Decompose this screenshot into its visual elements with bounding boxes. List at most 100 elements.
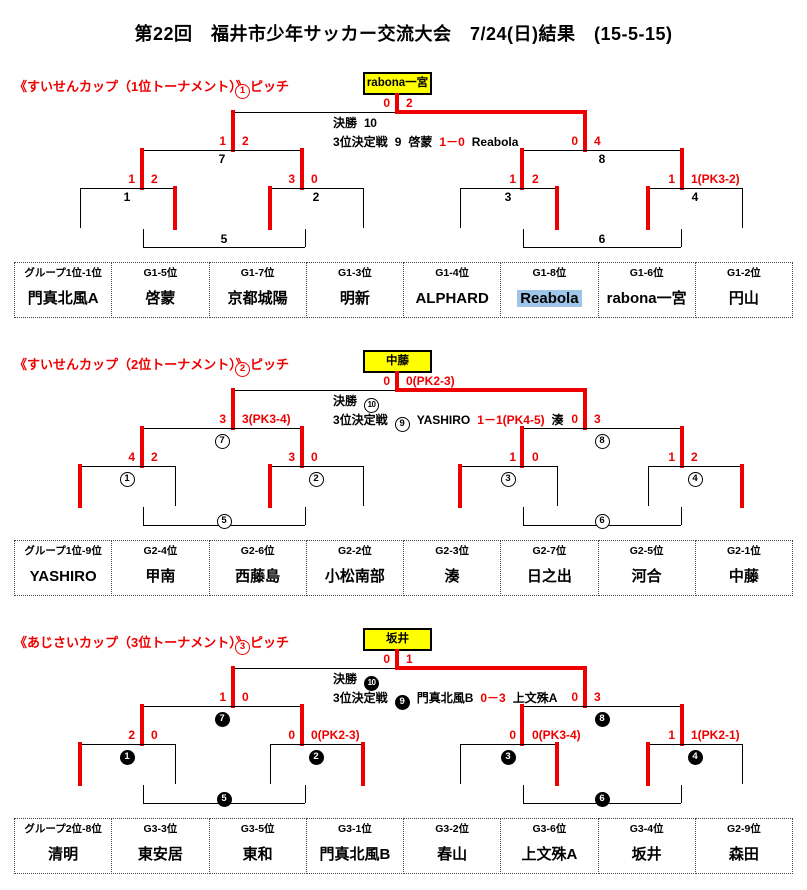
- team-name: 明新: [339, 290, 370, 307]
- consolation-line: [143, 229, 144, 247]
- winner-path: [300, 704, 304, 746]
- winner-path: [555, 186, 559, 230]
- quarterfinal-line: [270, 188, 363, 189]
- team-stub: [270, 744, 271, 784]
- quarterfinal-line: [460, 466, 557, 467]
- third-team-left: 啓蒙: [408, 135, 433, 149]
- final-score-left: 0: [383, 96, 390, 110]
- team-cell: G2-4位甲南: [111, 540, 210, 596]
- quarterfinal-number: 1: [105, 190, 149, 204]
- team-stub: [363, 188, 364, 228]
- final-score-left: 0: [383, 652, 390, 666]
- team-cell: G1-7位京都城陽: [208, 262, 307, 318]
- team-name: ALPHARD: [415, 290, 489, 307]
- consolation-line: [305, 229, 306, 247]
- consolation-line: [305, 785, 306, 803]
- quarterfinal-score-right: 2: [532, 172, 539, 186]
- match-number: 9: [394, 135, 402, 149]
- team-name: 東和: [242, 846, 273, 863]
- team-name: 河合: [631, 568, 662, 585]
- pitch-label-text: ピッチ: [250, 79, 290, 94]
- winner-path: [140, 426, 144, 468]
- team-rank-label: G1-4位: [435, 267, 470, 279]
- final-label: 決勝: [333, 116, 358, 130]
- match-number: 6: [598, 232, 606, 246]
- final-score-right: 1: [406, 652, 413, 666]
- winner-path: [395, 110, 587, 114]
- match-number: 10: [364, 676, 380, 691]
- match-number: 1: [119, 472, 135, 487]
- quarterfinal-number: 2: [294, 190, 338, 204]
- semifinal-number: 7: [200, 708, 244, 727]
- quarterfinal-number: 4: [673, 746, 717, 765]
- winner-path: [231, 388, 235, 430]
- quarterfinal-score-left: 1: [668, 450, 675, 464]
- quarterfinal-line: [460, 744, 557, 745]
- quarterfinal-score-left: 1: [668, 172, 675, 186]
- third-team-right: 湊: [551, 413, 564, 427]
- third-team-left: 門真北風B: [416, 691, 474, 705]
- winner-path: [395, 93, 399, 114]
- winner-path: [140, 704, 144, 746]
- consolation-line: [681, 785, 682, 803]
- team-cell: グループ2位-8位清明: [14, 818, 113, 874]
- quarterfinal-line: [648, 188, 742, 189]
- consolation-number: 5: [202, 510, 246, 529]
- quarterfinal-score-left: 3: [288, 172, 295, 186]
- match-number: 5: [216, 792, 232, 807]
- team-rank-label: グループ1位-9位: [24, 545, 102, 557]
- quarterfinal-score-left: 1: [509, 172, 516, 186]
- semifinal-score-right: 3(PK3-4): [242, 412, 291, 426]
- team-rank-label: G1-6位: [629, 267, 664, 279]
- match-number: 7: [214, 434, 230, 449]
- team-stub: [460, 188, 461, 228]
- quarterfinal-score-left: 1: [668, 728, 675, 742]
- final-score-left: 0: [383, 374, 390, 388]
- match-number: 4: [687, 750, 703, 765]
- consolation-number: 6: [580, 788, 624, 807]
- match-number: 1: [235, 84, 250, 99]
- team-stub: [80, 188, 81, 228]
- final-label: 決勝: [333, 672, 358, 686]
- team-name: 円山: [728, 290, 759, 307]
- team-cell: G1-4位 ALPHARD: [403, 262, 502, 318]
- winner-path: [140, 148, 144, 190]
- quarterfinal-score-right: 1(PK3-2): [691, 172, 740, 186]
- team-name: rabona一宮: [606, 290, 687, 307]
- team-name: 春山: [437, 846, 468, 863]
- third-score: 1－0: [439, 135, 465, 149]
- team-name: 清明: [48, 846, 79, 863]
- third-team-left: YASHIRO: [416, 413, 471, 427]
- team-rank-label: グループ1位-1位: [24, 267, 102, 279]
- team-rank-label: グループ2位-8位: [24, 823, 102, 835]
- consolation-line: [143, 247, 305, 248]
- consolation-line: [681, 229, 682, 247]
- consolation-line: [523, 507, 524, 525]
- consolation-line: [143, 785, 144, 803]
- quarterfinal-score-right: 0: [311, 172, 318, 186]
- semifinal-score-right: 3: [594, 412, 601, 426]
- quarterfinal-score-right: 2: [691, 450, 698, 464]
- quarterfinal-score-left: 4: [128, 450, 135, 464]
- quarterfinal-number: 4: [673, 190, 717, 204]
- match-number: 8: [594, 712, 610, 727]
- team-stub: [175, 466, 176, 506]
- team-rank-label: G2-1位: [726, 545, 761, 557]
- match-number: 6: [594, 514, 610, 529]
- team-rank-label: G3-1位: [337, 823, 372, 835]
- semifinal-score-right: 3: [594, 690, 601, 704]
- quarterfinal-score-right: 1(PK2-1): [691, 728, 740, 742]
- consolation-line: [305, 507, 306, 525]
- team-cell: G2-2位小松南部: [305, 540, 404, 596]
- semifinal-score-right: 0: [242, 690, 249, 704]
- winner-path: [646, 742, 650, 786]
